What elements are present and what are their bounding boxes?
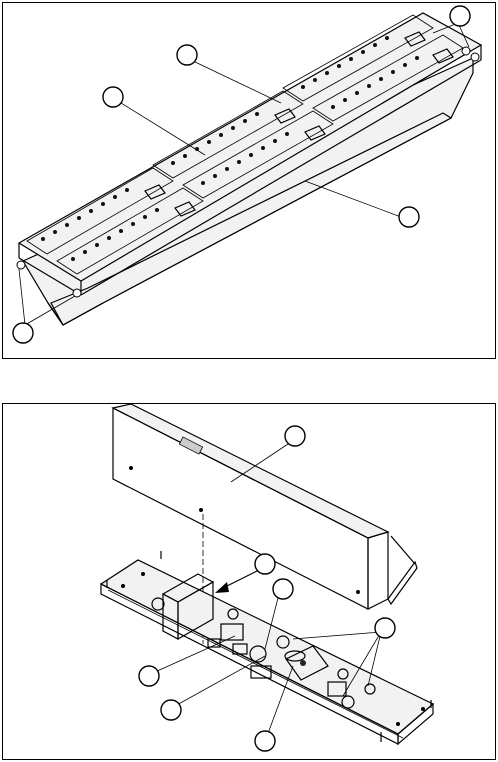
callout-bottom-base	[255, 731, 275, 751]
base-chassis	[101, 560, 433, 744]
callout-bottom-lower	[161, 700, 181, 720]
callout-bottom-board	[273, 579, 293, 599]
callout-top-feet	[13, 323, 33, 343]
callout-top-left	[103, 87, 123, 107]
top-assembly-drawing	[3, 3, 497, 360]
callout-bottom-right	[375, 618, 395, 638]
bottom-assembly-drawing	[3, 404, 497, 761]
bottom-figure-panel	[2, 403, 496, 760]
top-figure-panel	[2, 2, 496, 359]
insertion-arrow	[215, 569, 261, 593]
callout-bottom-left	[139, 666, 159, 686]
callout-bottom-arrow	[255, 554, 275, 574]
tray-body	[23, 58, 473, 325]
callout-top-body	[399, 207, 419, 227]
callout-top-upper	[177, 45, 197, 65]
callout-bottom-cover	[285, 426, 305, 446]
callout-top-right	[450, 6, 470, 26]
